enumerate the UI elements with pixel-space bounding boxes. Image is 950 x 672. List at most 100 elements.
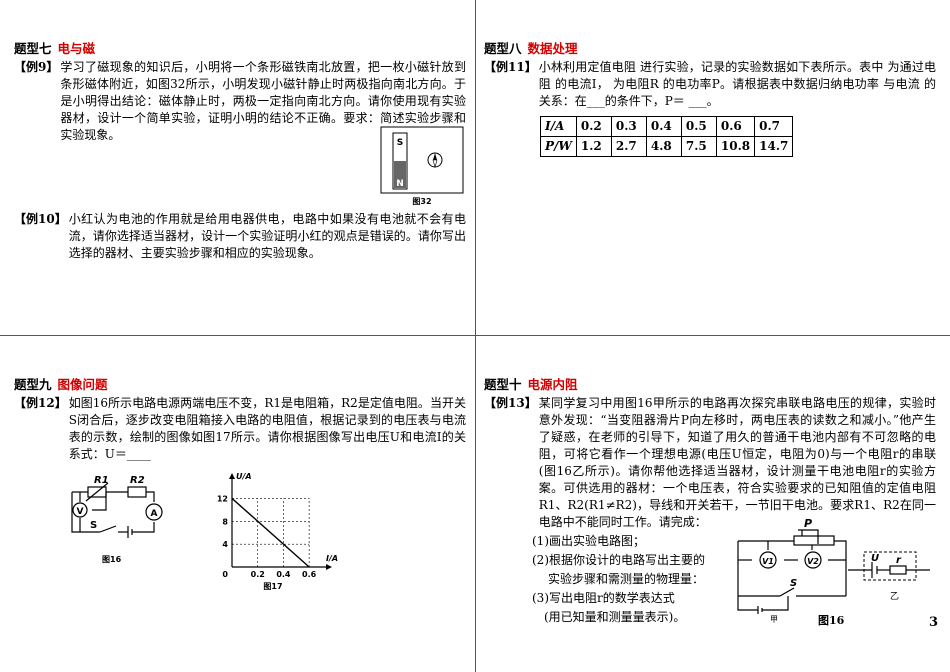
vertical-divider [475,0,476,672]
resistance-r-label: r [896,555,902,566]
section-title: 题型七电与磁 [14,40,466,57]
example-11: 【例11】 小林利用定值电阻 进行实验，记录的实验数据如下表所示。表中 为通过电… [484,59,936,110]
section-q8: 题型八数据处理 【例11】 小林利用定值电阻 进行实验，记录的实验数据如下表所示… [484,40,936,157]
table-cell: I/A [540,116,577,137]
figure-caption: 图16 [102,555,122,564]
x-axis-arrow-icon [326,564,332,570]
rheostat-box [793,535,835,546]
horizontal-divider [0,335,950,336]
y-axis-arrow-icon [229,473,235,479]
example-9: 【例9】 学习了磁现象的知识后，小明将一个条形磁铁南北放置，把一枚小磁针放到条形… [14,59,466,144]
table-cell: 4.8 [645,136,682,157]
section-prefix: 题型七 [14,41,52,56]
example-text: 小红认为电池的作用就是给用电器供电，电路中如果没有电池就不会有电流，请你选择适当… [68,212,466,260]
section-topic: 图像问题 [57,377,108,392]
table-cell: P/W [540,136,577,157]
data-table-wrap: I/A 0.2 0.3 0.4 0.5 0.6 0.7 P/W 1.2 2.7 … [540,116,936,157]
battery-model-diagram: U r 乙 [848,551,930,602]
table-cell: 10.8 [715,136,756,157]
voltmeter-v2-icon [804,551,822,569]
voltmeter-label: V [77,507,84,517]
figure-caption: 图17 [263,582,282,590]
dashed-boundary [863,551,917,581]
v2-label: V2 [807,557,819,566]
section-q7: 题型七电与磁 【例9】 学习了磁现象的知识后，小明将一个条形磁铁南北放置，把一枚… [14,40,466,144]
example-text: 小林利用定值电阻 进行实验，记录的实验数据如下表所示。表中 为通过电阻 的电流I… [538,60,936,108]
resistor-r-box [889,565,907,575]
example-tag: 【例9】 [14,60,59,74]
table-cell: 0.5 [680,116,717,137]
sub-caption-yi: 乙 [890,591,899,602]
example-text: 学习了磁现象的知识后，小明将一个条形磁铁南北放置，把一枚小磁针放到条形磁体附近，… [60,60,466,142]
x-tick-label: 0.2 [251,570,265,579]
v1-label: V1 [762,557,774,566]
page-number: 3 [928,615,938,630]
circuit-diagram: V A R1 R2 S 图16 [71,475,163,564]
table-cell: 7.5 [680,136,717,157]
figure-caption: 图32 [412,197,431,206]
section-title: 题型八数据处理 [484,40,936,57]
section-q10: 题型十电源内阻 【例13】 某同学复习中用图16甲所示的电路再次探究串联电路电压… [484,376,936,626]
y-tick-label: 12 [217,494,228,503]
table-cell: 0.4 [645,116,682,137]
list-item: (用已知量和测量量表示)。 [544,610,686,624]
sub-caption-jia: 甲 [770,615,778,624]
section-topic: 电与磁 [57,41,96,56]
table-cell: 0.3 [610,116,647,137]
table-cell: 1.2 [575,136,612,157]
example-text: 如图16所示电路电源两端电压不变，R1是电阻箱，R2是定值电阻。当开关S闭合后，… [68,396,466,461]
voltmeter-icon [72,502,88,518]
figure-16-circuit: V A R1 R2 S 图16 [62,470,172,570]
ammeter-label: A [151,509,158,519]
figure-16-jia: V1 V2 P S 甲 [728,514,853,624]
series-line [231,497,310,568]
list-item: 实验步骤和需测量的物理量： [548,572,705,586]
example-tag: 【例12】 [14,396,67,410]
table-row: P/W 1.2 2.7 4.8 7.5 10.8 14.7 [540,136,794,157]
section-q7-ex10: 【例10】 小红认为电池的作用就是给用电器供电，电路中如果没有电池就不会有电流，… [14,209,466,262]
x-axis-label: I/A [326,554,338,563]
task-list: (1)画出实验电路图； (2)根据你设计的电路写出主要的 实验步骤和需测量的物理… [532,533,936,626]
data-table: I/A 0.2 0.3 0.4 0.5 0.6 0.7 P/W 1.2 2.7 … [540,116,794,157]
example-tag: 【例11】 [484,60,537,74]
magnet-n-label: N [396,179,404,189]
compass-needle-icon [433,153,437,160]
r2-label: R2 [130,475,145,486]
ammeter-icon [145,503,163,521]
section-q9: 题型九图像问题 【例12】 如图16所示电路电源两端电压不变，R1是电阻箱，R2… [14,376,466,463]
example-tag: 【例13】 [484,396,537,410]
section-title: 题型十电源内阻 [484,376,936,393]
figure-32: S N 图32 [380,126,466,206]
x-tick-label: 0.6 [302,570,317,579]
list-item: (1)画出实验电路图； [532,534,645,548]
table-cell: 2.7 [610,136,647,157]
section-prefix: 题型八 [484,41,522,56]
y-tick-label: 8 [222,517,228,526]
voltmeter-v1-icon [759,551,777,569]
origin-label: 0 [222,570,228,579]
example-tag: 【例10】 [14,212,67,226]
magnet-s-label: S [397,138,403,148]
y-axis-label: U/A [236,472,252,481]
table-cell: 0.7 [754,116,794,137]
voltage-u-label: U [871,553,879,564]
section-topic: 数据处理 [527,41,578,56]
table-cell: 14.7 [754,136,794,157]
table-cell: 0.6 [715,116,756,137]
list-item: (2)根据你设计的电路写出主要的 [532,553,705,567]
table-row: I/A 0.2 0.3 0.4 0.5 0.6 0.7 [540,116,794,137]
figure-16-yi: U r 乙 [846,546,936,606]
section-topic: 电源内阻 [527,377,578,392]
section-prefix: 题型十 [484,377,522,392]
r1-label: R1 [94,475,109,486]
series-circuit-diagram: V1 V2 P S 甲 [737,517,847,624]
example-13: 【例13】 某同学复习中用图16甲所示的电路再次探究串联电路电压的规律，实验时意… [484,395,936,531]
section-prefix: 题型九 [14,377,52,392]
resistor-box-r2 [127,486,147,498]
figure-caption: 图16 [818,614,845,627]
y-tick-label: 4 [222,540,228,549]
list-item: (3)写出电阻r的数学表达式 [532,591,675,605]
section-title: 题型九图像问题 [14,376,466,393]
